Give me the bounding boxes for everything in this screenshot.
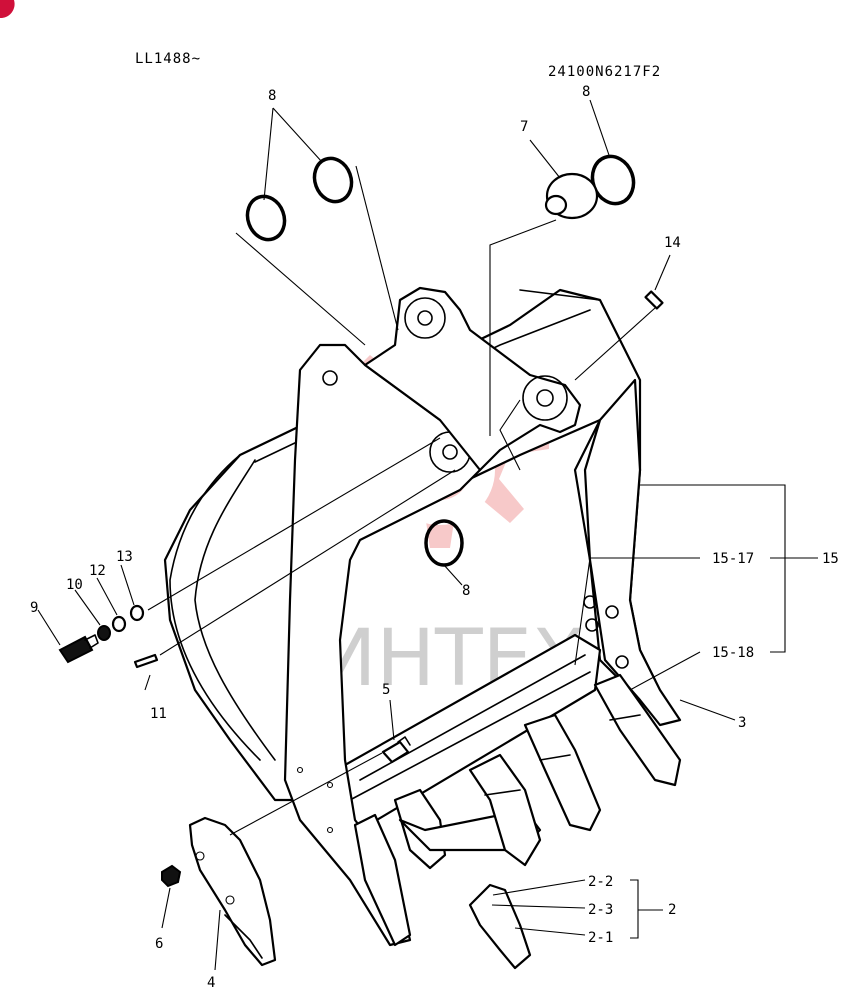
tooth-5-left [353, 813, 412, 947]
callout-5: 5 [382, 682, 390, 698]
serial-range-label: LL1488~ [135, 51, 201, 67]
callout-8-bottom: 8 [462, 583, 470, 599]
callout-4: 4 [207, 975, 215, 991]
callout-9: 9 [30, 600, 38, 616]
callout-15-18: 15-18 [712, 645, 754, 661]
callout-2-1: 2-1 [588, 930, 613, 946]
callout-labels: 8 8 7 14 8 9 10 12 13 11 5 15-17 15 15-1… [30, 84, 839, 991]
tooth-3 [523, 713, 602, 832]
callout-15: 15 [822, 551, 839, 567]
tooth-2 [468, 753, 542, 867]
callout-12: 12 [89, 563, 106, 579]
callout-6: 6 [155, 936, 163, 952]
callout-7: 7 [520, 119, 528, 135]
corner-badge [0, 0, 15, 19]
small-parts [58, 154, 664, 970]
callout-15-17: 15-17 [712, 551, 754, 567]
callout-8-top-right: 8 [582, 84, 590, 100]
drawing-number: 24100N6217F2 [548, 64, 661, 80]
tooth-4 [593, 673, 682, 787]
callout-13: 13 [116, 549, 133, 565]
callout-2-3: 2-3 [588, 902, 613, 918]
callout-11: 11 [150, 706, 167, 722]
callout-8-top-left: 8 [268, 88, 276, 104]
callout-2-2: 2-2 [588, 874, 613, 890]
bucket-teeth [353, 673, 682, 947]
callout-10: 10 [66, 577, 83, 593]
callout-2: 2 [668, 902, 676, 918]
leader-lines [37, 99, 818, 971]
side-cutter [188, 816, 277, 967]
callout-3: 3 [738, 715, 746, 731]
callout-14: 14 [664, 235, 681, 251]
